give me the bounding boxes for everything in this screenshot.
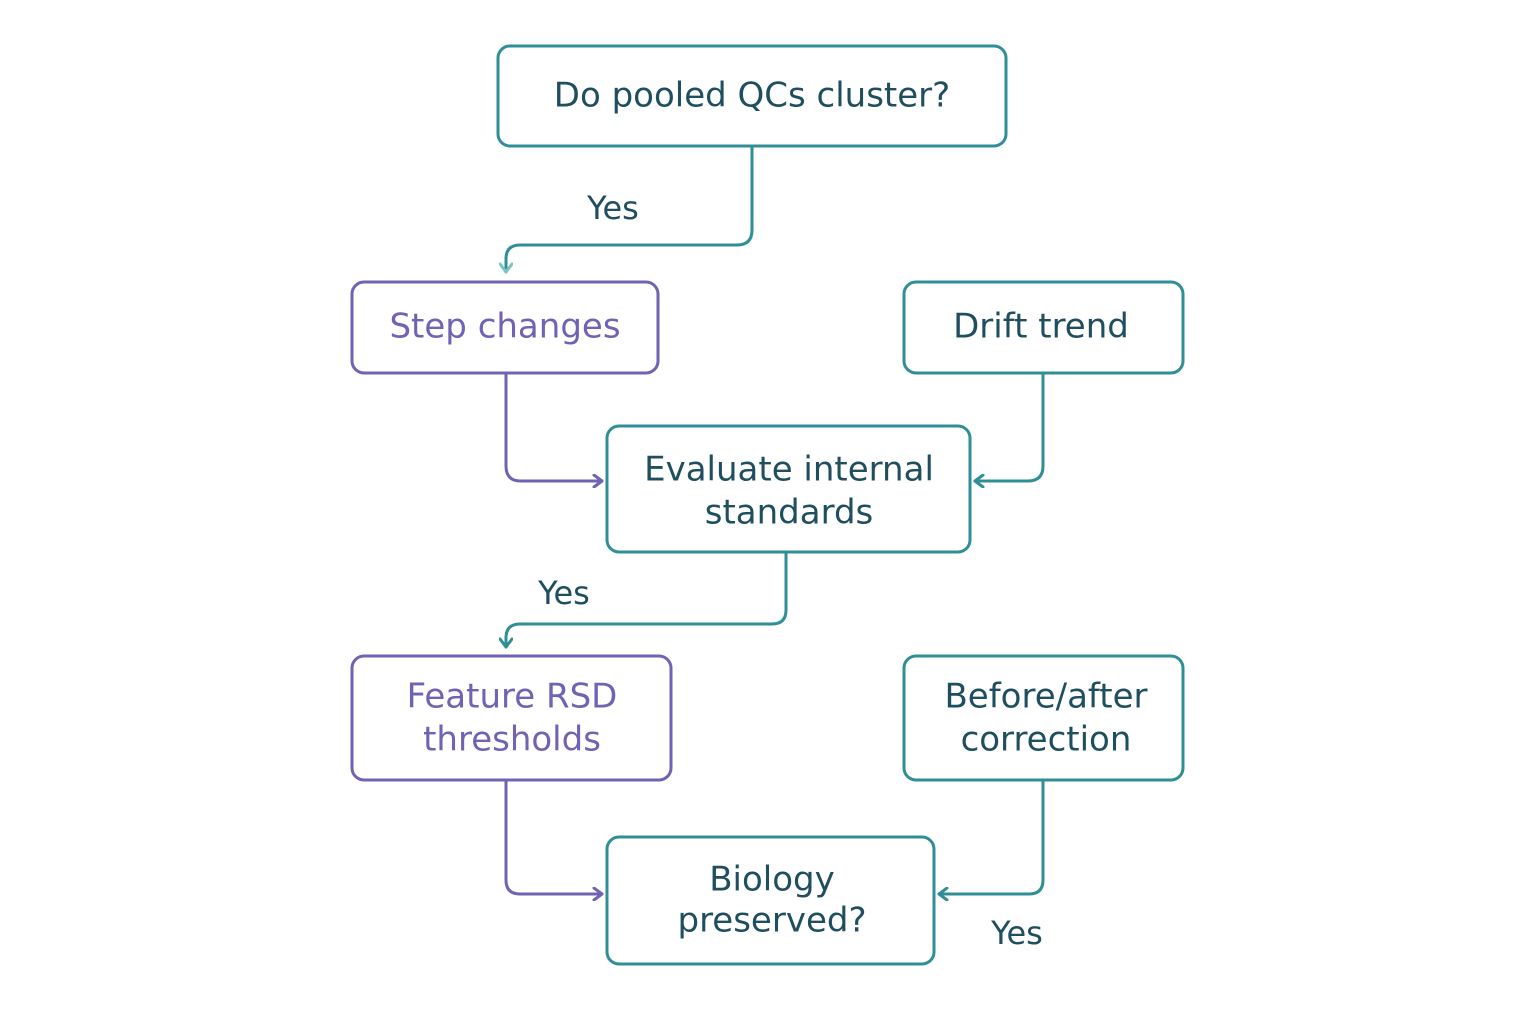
node-box (350, 654, 673, 782)
node-label: Do pooled QCs cluster? (554, 76, 950, 116)
edge-label-yes: Yes (537, 574, 590, 612)
edge-evaluate-to-feature-rsd: Yes (506, 551, 788, 649)
node-drift-trend: Drift trend (902, 280, 1185, 375)
node-evaluate-internal-standards: Evaluate internal standards (605, 424, 972, 554)
node-label-line2: preserved? (677, 901, 866, 941)
node-box (496, 44, 1008, 148)
connector-line (504, 372, 604, 481)
edge-drift-trend-to-evaluate (973, 372, 1045, 481)
node-label-line1: Biology (709, 860, 835, 900)
connector-line (973, 372, 1045, 481)
node-feature-rsd-thresholds: Feature RSD thresholds (350, 654, 673, 782)
edge-label-yes: Yes (586, 189, 639, 227)
edge-qc-to-step-changes: Yes (506, 145, 754, 274)
node-biology-preserved-question: Biology preserved? (605, 835, 936, 966)
node-label: Drift trend (953, 307, 1129, 347)
node-label-line1: Before/after (944, 677, 1147, 717)
node-pooled-qc-question: Do pooled QCs cluster? (496, 44, 1008, 148)
connector-line (504, 779, 604, 894)
edge-step-changes-to-evaluate (504, 372, 604, 481)
node-before-after-correction: Before/after correction (902, 654, 1185, 782)
connector-line (506, 145, 754, 274)
connector-line (506, 551, 788, 649)
node-label-line2: correction (961, 720, 1132, 760)
node-step-changes: Step changes (350, 280, 660, 375)
edge-before-after-to-biology: Yes (937, 779, 1045, 952)
node-label-line2: standards (705, 493, 874, 533)
node-box (902, 654, 1185, 782)
edge-label-yes: Yes (990, 914, 1043, 952)
node-label-line1: Feature RSD (407, 677, 618, 717)
edge-feature-rsd-to-biology (504, 779, 604, 894)
node-label-line2: thresholds (423, 720, 601, 760)
node-box (350, 280, 660, 375)
node-box (605, 835, 936, 966)
node-box (605, 424, 972, 554)
node-label-line1: Evaluate internal (644, 450, 934, 490)
node-label: Step changes (389, 307, 620, 347)
node-box (902, 280, 1185, 375)
connector-line (937, 779, 1045, 894)
